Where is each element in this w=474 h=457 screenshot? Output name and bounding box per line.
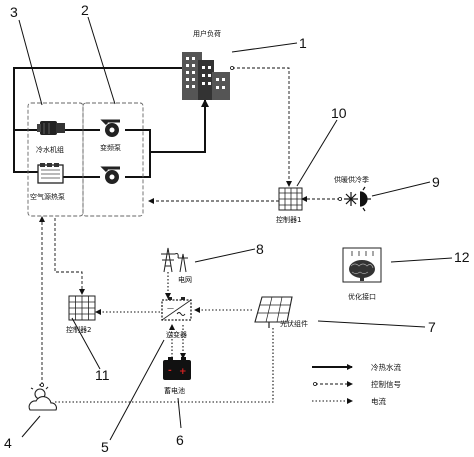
callout-2: 2 [81, 2, 89, 18]
pump-icon [100, 119, 120, 137]
brain-icon [342, 247, 382, 283]
svg-text:-: - [168, 366, 172, 376]
controller-grid-icon [68, 295, 96, 321]
callout-5: 5 [101, 439, 109, 455]
callout-10: 10 [331, 105, 347, 121]
legend-control-signal: 控制信号 [371, 379, 401, 389]
vfd-pump-label: 变频泵 [100, 143, 121, 152]
heat-pump-unit-icon [37, 163, 64, 184]
legend-current: 电流 [371, 396, 386, 406]
pv-module-label: 光伏组件 [280, 319, 308, 328]
callout-12: 12 [454, 249, 470, 265]
svg-text:—: — [167, 304, 174, 312]
battery-label: 蓄电池 [164, 386, 185, 395]
pump-group-box [82, 102, 144, 217]
season-label: 供暖供冷季 [334, 175, 369, 184]
control-signal-lines [39, 65, 343, 388]
legend: 冷热水流 控制信号 电流 [312, 362, 401, 406]
callout-11: 11 [95, 367, 110, 383]
callout-6: 6 [176, 432, 184, 448]
heat-pump-label: 空气源热泵 [30, 192, 65, 201]
callout-7: 7 [428, 319, 436, 335]
inverter-icon: — [161, 297, 192, 321]
user-load-label: 用户负荷 [193, 29, 221, 38]
chiller-icon [37, 121, 65, 135]
callout-leaders [18, 16, 453, 441]
controller-grid-icon [278, 187, 303, 211]
pump-icon [100, 166, 120, 184]
unit-group-box [27, 102, 84, 217]
power-tower-icon [161, 247, 188, 273]
legend-water-flow: 冷热水流 [371, 362, 401, 372]
callout-1: 1 [299, 35, 307, 51]
callout-3: 3 [10, 4, 18, 20]
callout-8: 8 [256, 241, 264, 257]
callout-9: 9 [432, 174, 440, 190]
svg-text:+: + [179, 367, 187, 377]
solar-panel-icon [254, 296, 293, 328]
optimization-label: 优化接口 [348, 292, 376, 301]
building-icon [182, 52, 230, 100]
cloud-sun-icon [28, 384, 57, 411]
current-lines [54, 272, 274, 403]
callout-4: 4 [4, 435, 12, 451]
controller1-label: 控制器1 [276, 215, 301, 224]
grid-label: 电网 [178, 275, 192, 284]
inverter-label: 逆变器 [166, 330, 187, 339]
chiller-label: 冷水机组 [36, 145, 64, 154]
snowflake-sun-icon [344, 186, 371, 212]
battery-icon: - + [163, 357, 191, 380]
